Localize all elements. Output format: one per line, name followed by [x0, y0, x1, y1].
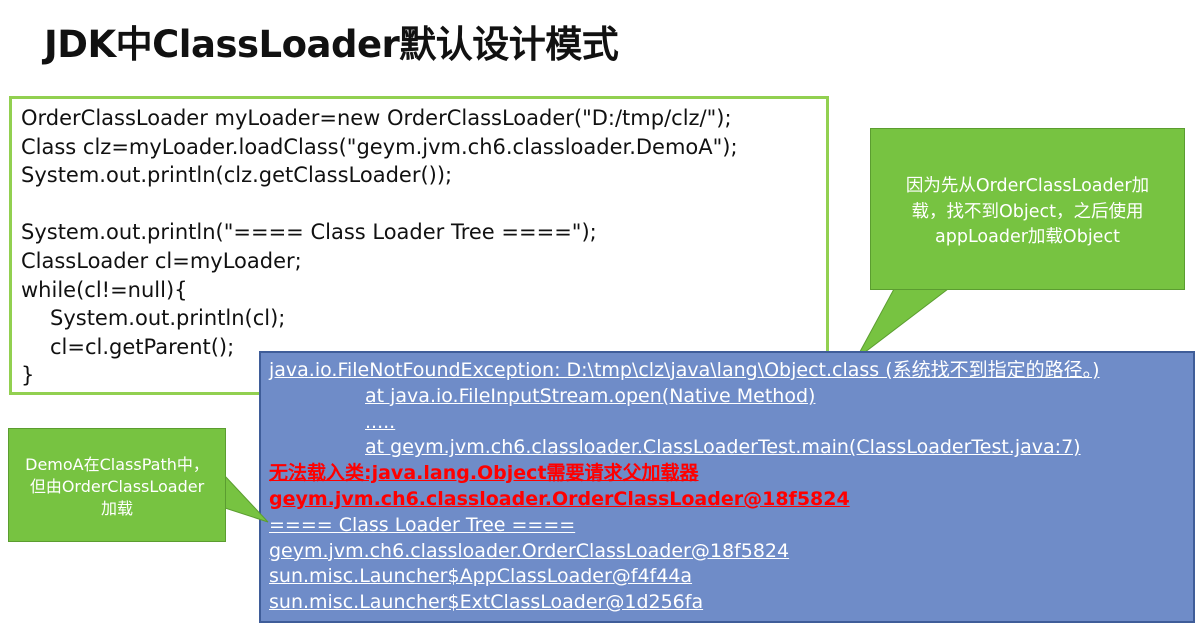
slide-title: JDK中ClassLoader默认设计模式	[44, 23, 619, 66]
output-line-loader: sun.misc.Launcher$ExtClassLoader@1d256fa	[269, 591, 704, 614]
callout-right-line: appLoader加载Object	[935, 227, 1120, 247]
output-line-highlight: geym.jvm.ch6.classloader.OrderClassLoade…	[269, 487, 850, 510]
callout-right-note: 因为先从OrderClassLoader加 载，找不到Object，之后使用 a…	[870, 128, 1185, 290]
code-line: ClassLoader cl=myLoader;	[21, 248, 302, 273]
output-line-loader: sun.misc.Launcher$AppClassLoader@f4f44a	[269, 565, 693, 588]
code-line: }	[21, 363, 35, 388]
code-listing-box: OrderClassLoader myLoader=new OrderClass…	[9, 96, 829, 395]
code-line: OrderClassLoader myLoader=new OrderClass…	[21, 106, 732, 130]
code-line-blank	[21, 190, 826, 219]
code-line: Class clz=myLoader.loadClass("geym.jvm.c…	[21, 134, 738, 159]
console-output-box: java.io.FileNotFoundException: D:\tmp\cl…	[259, 351, 1195, 623]
code-line: System.out.println(clz.getClassLoader())…	[21, 163, 453, 188]
output-line-stack: at java.io.FileInputStream.open(Native M…	[365, 384, 816, 407]
callout-left-line: 但由OrderClassLoader	[29, 477, 205, 496]
output-line-stack: at geym.jvm.ch6.classloader.ClassLoaderT…	[365, 436, 1081, 459]
callout-right-line: 因为先从OrderClassLoader加	[905, 176, 1150, 196]
callout-left-tail	[224, 474, 269, 523]
code-line: System.out.println("==== Class Loader Tr…	[21, 220, 597, 245]
code-line: System.out.println(cl);	[50, 306, 286, 331]
output-line-highlight: 无法载入类:java.lang.Object需要请求父加载器	[269, 462, 699, 485]
code-line: while(cl!=null){	[21, 277, 188, 302]
output-line-exception: java.io.FileNotFoundException: D:\tmp\cl…	[269, 359, 1100, 381]
output-line-ellipsis: .....	[365, 410, 396, 433]
callout-left-note: DemoA在ClassPath中， 但由OrderClassLoader 加载	[8, 428, 226, 542]
callout-left-line: DemoA在ClassPath中，	[25, 455, 209, 474]
output-line-loader: geym.jvm.ch6.classloader.OrderClassLoade…	[269, 539, 790, 562]
callout-left-line: 加载	[100, 499, 133, 518]
callout-right-line: 载，找不到Object，之后使用	[911, 201, 1144, 222]
code-line: cl=cl.getParent();	[50, 334, 235, 359]
output-line-tree-header: ==== Class Loader Tree ====	[269, 513, 576, 536]
